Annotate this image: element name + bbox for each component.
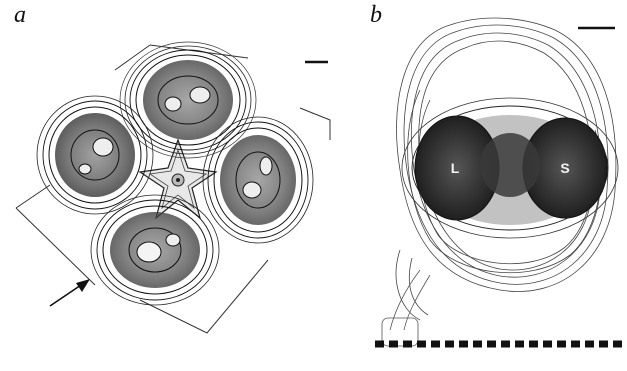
panel-a-contour-map [0, 0, 350, 371]
panel-b-contour-map [360, 0, 627, 371]
arrow-icon [50, 279, 90, 306]
label-l: L [451, 160, 460, 176]
panel-a: a [0, 0, 350, 371]
label-s: S [560, 160, 569, 176]
lobe-top [120, 42, 256, 158]
lobe-left [37, 96, 153, 214]
lobe-bottom [91, 195, 219, 305]
panel-b: b [360, 0, 627, 371]
